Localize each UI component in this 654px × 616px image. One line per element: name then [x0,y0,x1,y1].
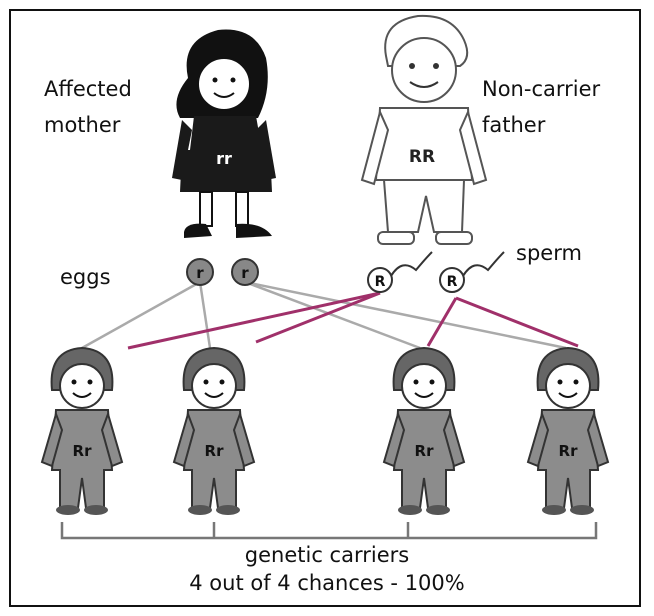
mother-label-line2: mother [44,112,120,138]
father-shirt [376,108,472,180]
result-line2: 4 out of 4 chances - 100% [0,570,654,596]
child-face [60,364,104,408]
sperm-tail [463,252,504,276]
sperm-label: sperm [516,240,582,266]
mother-eye [213,78,218,83]
child-shoe [398,505,422,515]
mother-leg [236,192,248,226]
child-face [192,364,236,408]
sperm-lines [128,293,578,348]
egg-line [200,282,210,348]
child-figure: Rr [42,348,122,515]
child-eye [558,380,563,385]
child-shoe [542,505,566,515]
child-eye [430,380,435,385]
sperm-line [428,298,456,346]
child-eye [574,380,579,385]
sperm-tail [391,252,432,276]
father-figure: RR [362,16,486,244]
mother-eye [231,78,236,83]
egg-line [245,282,420,348]
sperm-allele: R [375,274,386,290]
child-genotype: Rr [205,442,225,460]
children-group: Rr Rr Rr Rr [42,348,608,515]
child-figure: Rr [528,348,608,515]
child-shoe [570,505,594,515]
result-bracket [62,522,596,538]
mother-leg [200,192,212,226]
egg-line [245,282,566,348]
child-genotype: Rr [73,442,93,460]
egg-line [82,282,200,348]
child-shoe [216,505,240,515]
child-shoe [84,505,108,515]
child-eye [414,380,419,385]
egg-gametes: r r [187,259,258,285]
egg-allele: r [241,264,249,282]
father-genotype: RR [409,147,435,167]
result-line1: genetic carriers [0,542,654,568]
father-pants [384,180,464,232]
child-eye [88,380,93,385]
child-genotype: Rr [559,442,579,460]
mother-shoe [236,224,272,238]
bracket-line [62,522,596,538]
sperm-allele: R [447,274,458,290]
father-label-line1: Non-carrier [482,76,600,102]
mother-genotype: rr [216,149,232,168]
egg-allele: r [196,264,204,282]
child-genotype: Rr [415,442,435,460]
sperm-gametes: R R [368,252,504,292]
child-eye [204,380,209,385]
mother-figure: rr [172,30,276,238]
child-figure: Rr [174,348,254,515]
child-shoe [56,505,80,515]
father-shoe [436,232,472,244]
child-face [546,364,590,408]
mother-face [198,58,250,110]
eggs-label: eggs [60,264,111,290]
father-label-line2: father [482,112,545,138]
child-figure: Rr [384,348,464,515]
father-face [392,38,456,102]
father-shoe [378,232,414,244]
child-face [402,364,446,408]
father-eye [409,63,415,69]
child-shoe [426,505,450,515]
child-eye [220,380,225,385]
mother-label-line1: Affected [44,76,132,102]
father-eye [433,63,439,69]
child-shoe [188,505,212,515]
child-eye [72,380,77,385]
